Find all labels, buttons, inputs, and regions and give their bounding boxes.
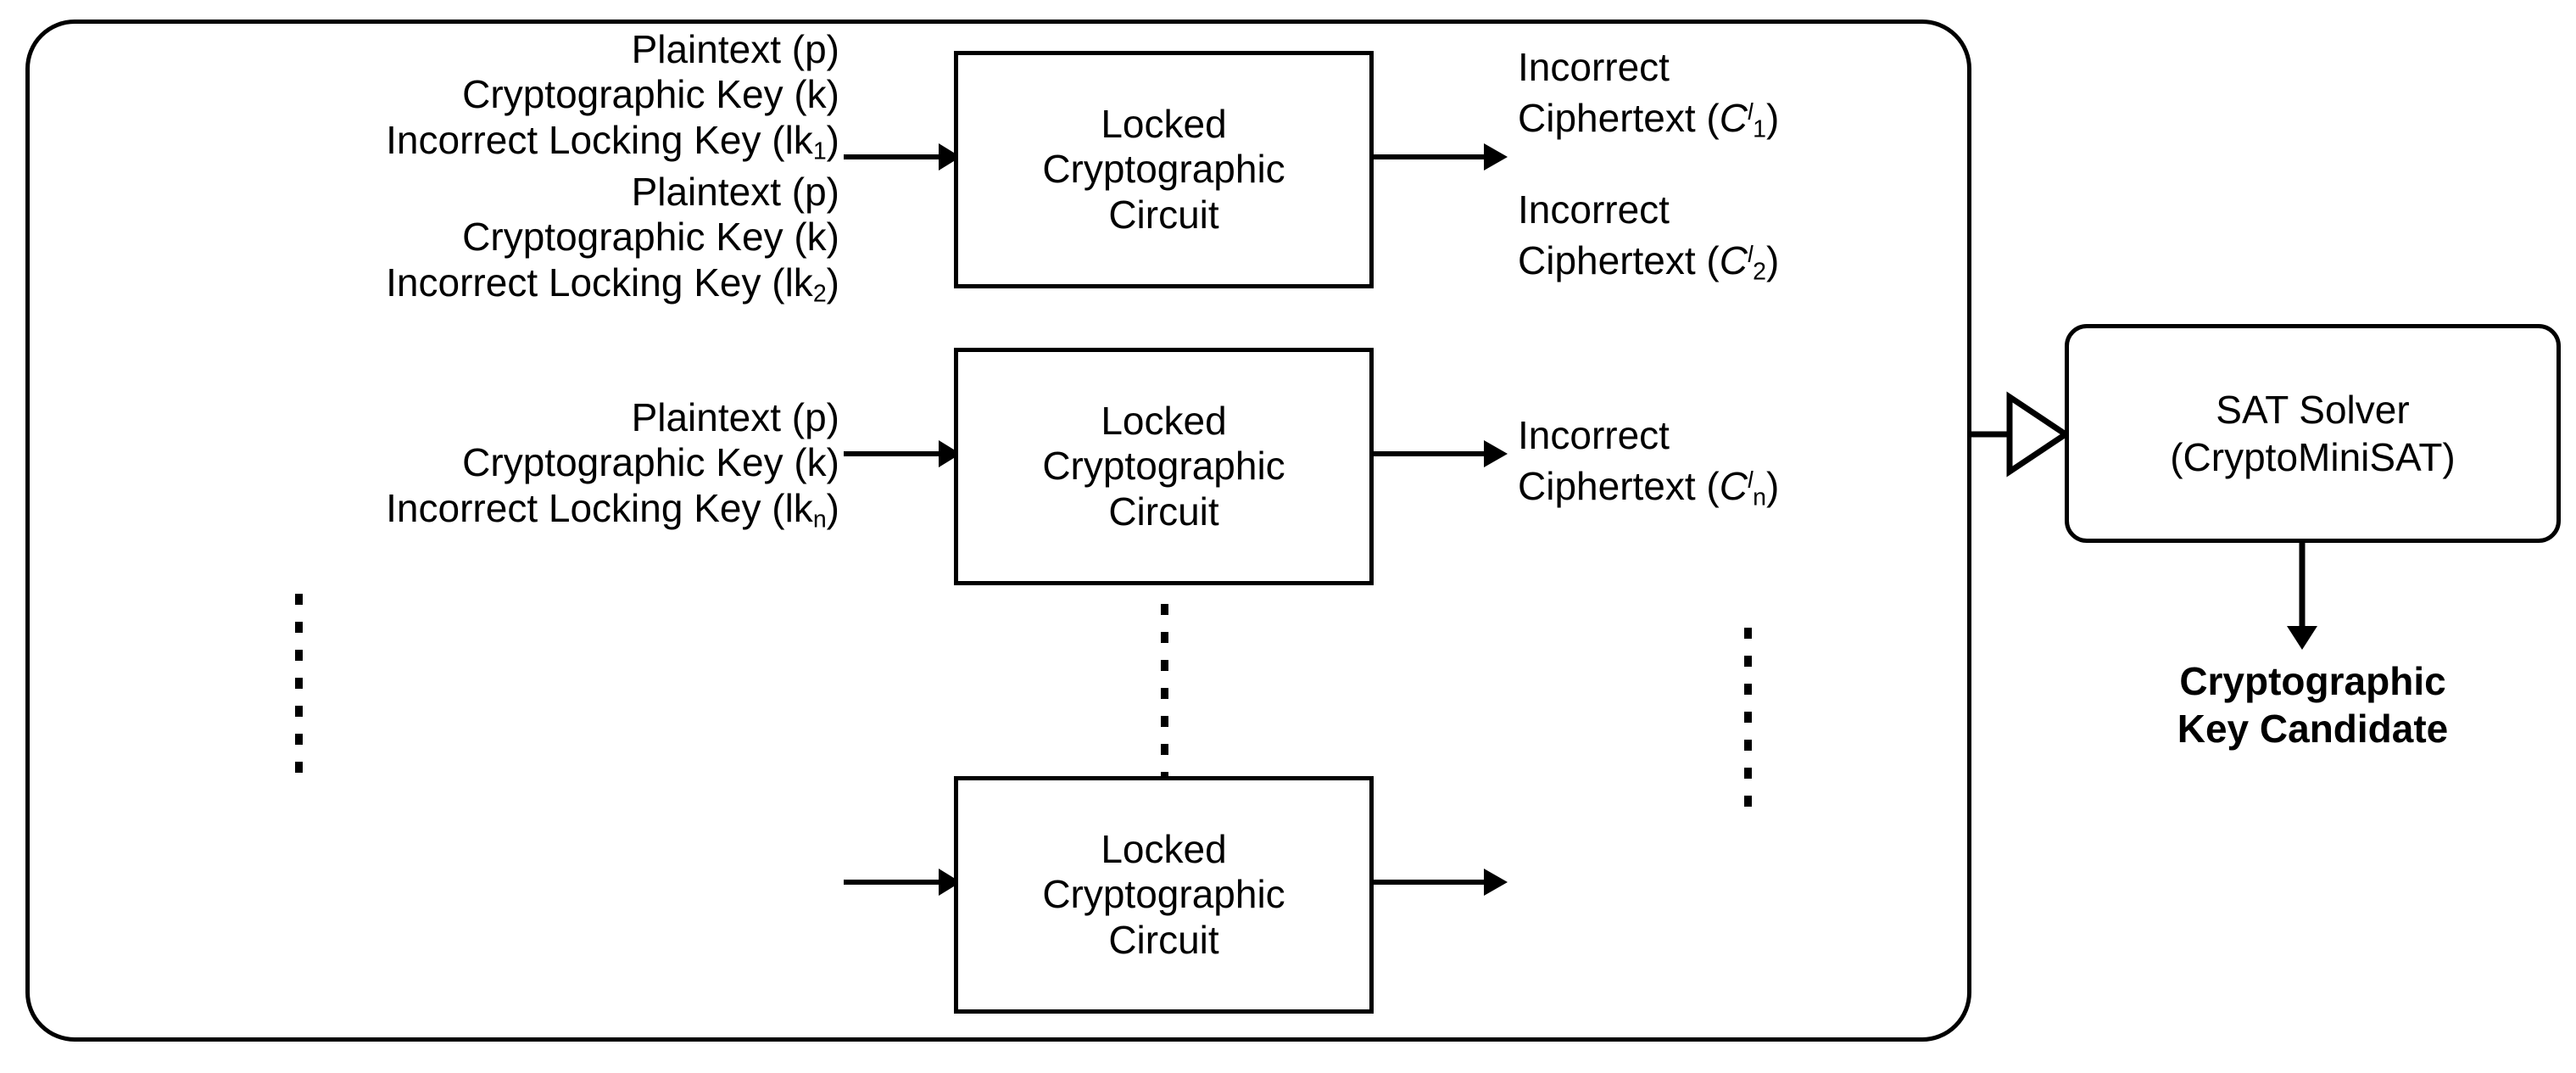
locking-key-suffix-row-2: ) bbox=[826, 260, 839, 305]
locking-key-label-row-2: Incorrect Locking Key (lk2) bbox=[76, 260, 839, 307]
circuit-box-line2-row-3: Cryptographic bbox=[1042, 872, 1285, 917]
locking-key-prefix-row-2: Incorrect Locking Key (lk bbox=[386, 260, 813, 305]
sat-solver-input-connector bbox=[1969, 391, 2071, 478]
circuit-box-line3-row-2: Circuit bbox=[1108, 489, 1219, 534]
input-block-row-3: Plaintext (p) Cryptographic Key (k) Inco… bbox=[76, 395, 839, 531]
plaintext-label-row-3: Plaintext (p) bbox=[631, 395, 839, 439]
ellipsis-dot bbox=[1744, 712, 1752, 723]
ellipsis-dot bbox=[1744, 740, 1752, 751]
ciphertext-superscript-row-3: l bbox=[1747, 467, 1754, 493]
ciphertext-label-row-2: Ciphertext (Cl2) bbox=[1518, 236, 1925, 287]
output-block-row-2: Incorrect Ciphertext (Cl2) bbox=[1518, 185, 1925, 287]
ellipsis-dot bbox=[1744, 628, 1752, 639]
input-arrow-row-1 bbox=[844, 143, 961, 170]
circuit-box-line3-row-3: Circuit bbox=[1108, 917, 1219, 962]
crypto-key-label-row-1: Cryptographic Key (k) bbox=[462, 72, 839, 117]
locked-cryptographic-circuit-box-row-3: Locked Cryptographic Circuit bbox=[954, 776, 1374, 1014]
ciphertext-symbol-row-2: C bbox=[1719, 238, 1748, 282]
sat-solver-title: SAT Solver bbox=[2216, 387, 2410, 432]
ellipsis-dot bbox=[1161, 604, 1168, 615]
locking-key-suffix-row-1: ) bbox=[826, 117, 839, 162]
ciphertext-prefix-row-3: Ciphertext ( bbox=[1518, 463, 1720, 508]
locked-cryptographic-circuit-box-row-2: Locked Cryptographic Circuit bbox=[954, 348, 1374, 585]
sat-solver-subtitle: (CryptoMiniSAT) bbox=[2170, 435, 2456, 479]
crypto-key-label-row-3: Cryptographic Key (k) bbox=[462, 440, 839, 485]
key-candidate-arrow bbox=[2287, 541, 2317, 650]
key-candidate-line1: Cryptographic bbox=[2179, 659, 2446, 703]
ciphertext-suffix-row-2: ) bbox=[1765, 238, 1780, 282]
locking-key-label-row-1: Incorrect Locking Key (lk1) bbox=[76, 117, 839, 165]
incorrect-label-row-1: Incorrect bbox=[1518, 45, 1670, 89]
ciphertext-label-row-1: Ciphertext (Cl1) bbox=[1518, 93, 1925, 144]
input-block-row-1: Plaintext (p) Cryptographic Key (k) Inco… bbox=[76, 27, 839, 163]
input-arrow-row-3 bbox=[844, 869, 961, 896]
output-block-row-1: Incorrect Ciphertext (Cl1) bbox=[1518, 42, 1925, 144]
locking-key-subscript-row-1: 1 bbox=[812, 137, 827, 165]
sat-solver-box: SAT Solver (CryptoMiniSAT) bbox=[2065, 324, 2561, 543]
incorrect-label-row-2: Incorrect bbox=[1518, 187, 1670, 232]
ciphertext-subscript-row-3: n bbox=[1753, 483, 1766, 511]
vertical-ellipsis-inputs bbox=[295, 594, 307, 790]
output-block-row-3: Incorrect Ciphertext (Cln) bbox=[1518, 411, 1925, 512]
ciphertext-symbol-row-1: C bbox=[1719, 95, 1748, 140]
ellipsis-dot bbox=[1744, 684, 1752, 695]
sat-attack-oracle-group bbox=[25, 20, 1971, 1042]
locking-key-label-row-3: Incorrect Locking Key (lkn) bbox=[76, 485, 839, 533]
ciphertext-subscript-row-1: 1 bbox=[1753, 115, 1766, 143]
cryptographic-key-candidate-label: Cryptographic Key Candidate bbox=[2069, 657, 2556, 752]
circuit-box-line1-row-2: Locked bbox=[1101, 398, 1227, 443]
ellipsis-dot bbox=[295, 622, 303, 633]
crypto-key-label-row-2: Cryptographic Key (k) bbox=[462, 215, 839, 260]
output-arrow-row-2 bbox=[1374, 440, 1508, 467]
ellipsis-dot bbox=[1161, 632, 1168, 643]
ellipsis-dot bbox=[1161, 716, 1168, 727]
ellipsis-dot bbox=[295, 734, 303, 745]
ellipsis-dot bbox=[295, 678, 303, 689]
ellipsis-dot bbox=[1161, 688, 1168, 699]
ellipsis-dot bbox=[295, 706, 303, 717]
input-arrow-row-2 bbox=[844, 440, 961, 467]
ellipsis-dot bbox=[295, 762, 303, 773]
plaintext-label-row-2: Plaintext (p) bbox=[631, 170, 839, 214]
output-arrow-row-3 bbox=[1374, 869, 1508, 896]
locking-key-suffix-row-3: ) bbox=[826, 485, 839, 530]
ellipsis-dot bbox=[295, 594, 303, 605]
vertical-ellipsis-outputs bbox=[1744, 628, 1756, 824]
ellipsis-dot bbox=[1161, 744, 1168, 755]
locking-key-subscript-row-3: n bbox=[812, 505, 827, 533]
ciphertext-prefix-row-1: Ciphertext ( bbox=[1518, 95, 1720, 140]
locking-key-subscript-row-2: 2 bbox=[812, 279, 827, 307]
locking-key-prefix-row-1: Incorrect Locking Key (lk bbox=[386, 117, 813, 162]
circuit-box-line1-row-1: Locked bbox=[1101, 101, 1227, 146]
ellipsis-dot bbox=[1744, 796, 1752, 807]
input-block-row-2: Plaintext (p) Cryptographic Key (k) Inco… bbox=[76, 170, 839, 305]
incorrect-label-row-3: Incorrect bbox=[1518, 413, 1670, 457]
ciphertext-superscript-row-2: l bbox=[1747, 241, 1754, 267]
locking-key-prefix-row-3: Incorrect Locking Key (lk bbox=[386, 485, 813, 530]
circuit-box-line2-row-1: Cryptographic bbox=[1042, 147, 1285, 192]
ciphertext-subscript-row-2: 2 bbox=[1753, 258, 1766, 286]
key-candidate-line2: Key Candidate bbox=[2177, 707, 2449, 752]
ciphertext-prefix-row-2: Ciphertext ( bbox=[1518, 238, 1720, 282]
vertical-ellipsis-circuits bbox=[1161, 604, 1173, 800]
ciphertext-suffix-row-1: ) bbox=[1765, 95, 1780, 140]
ellipsis-dot bbox=[295, 650, 303, 661]
locked-cryptographic-circuit-box-row-1: Locked Cryptographic Circuit bbox=[954, 51, 1374, 288]
ciphertext-label-row-3: Ciphertext (Cln) bbox=[1518, 461, 1925, 512]
ciphertext-superscript-row-1: l bbox=[1747, 98, 1754, 125]
ellipsis-dot bbox=[1744, 768, 1752, 779]
ellipsis-dot bbox=[1744, 656, 1752, 667]
output-arrow-row-1 bbox=[1374, 143, 1508, 170]
ciphertext-symbol-row-3: C bbox=[1719, 463, 1748, 508]
plaintext-label-row-1: Plaintext (p) bbox=[631, 27, 839, 71]
ciphertext-suffix-row-3: ) bbox=[1765, 463, 1780, 508]
ellipsis-dot bbox=[1161, 660, 1168, 671]
circuit-box-line2-row-2: Cryptographic bbox=[1042, 444, 1285, 489]
circuit-box-line1-row-3: Locked bbox=[1101, 826, 1227, 871]
circuit-box-line3-row-1: Circuit bbox=[1108, 192, 1219, 237]
